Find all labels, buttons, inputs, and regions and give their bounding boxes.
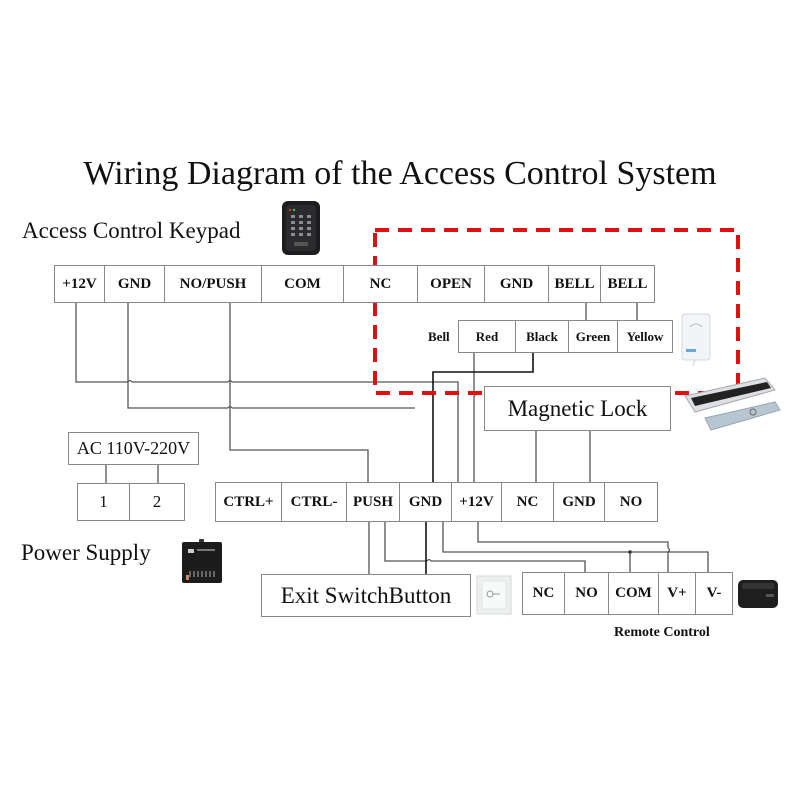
wire-gnd-remote-com [442,522,631,572]
keypad-terminal: COM [262,266,344,302]
keypad-label: Access Control Keypad [22,218,241,243]
doorbell-device-icon [681,313,711,367]
power-supply-terminal: GND [400,483,452,521]
remote-terminal: NO [565,573,609,614]
bell-terminal: Green [569,321,618,352]
remote-terminal: V- [706,585,722,601]
power-supply-device-icon [181,539,223,584]
bell-terminal: Yellow [626,328,664,344]
wire-keypad-12v [75,302,459,496]
remote-receiver-device-icon [736,578,780,610]
keypad-device-icon [280,200,322,256]
keypad-terminal: GND [105,266,165,302]
wire-12v-remote-vplus [477,522,669,572]
power-supply-terminal: GND [554,483,605,521]
bell-highlight-box [373,228,740,395]
keypad-terminal: NO/PUSH [165,266,262,302]
wire-keypad-push [229,302,369,482]
bell-terminal: Red [459,321,516,352]
magnetic-lock-device-icon [683,376,783,436]
ac-terminal: 1 [78,484,130,520]
keypad-terminal: BELL [549,266,601,302]
remote-terminal: V+ [659,573,696,614]
power-supply-terminal: +12V [452,483,502,521]
magnetic-lock-label: Magnetic Lock [484,386,671,431]
keypad-terminal: BELL [607,275,648,292]
ac-terminal: 2 [152,492,162,511]
remote-terminal: COM [609,573,659,614]
remote-terminal: NC [523,573,565,614]
keypad-terminal: +12V [55,266,105,302]
wire-keypad-gnd [127,302,415,409]
ac-terminal-block: 1 2 [77,483,185,521]
bell-terminal-block: Red Black Green Yellow [458,320,673,353]
power-supply-terminal: PUSH [347,483,400,521]
keypad-terminal: GND [485,266,549,302]
remote-control-terminal-block: NC NO COM V+ V- [522,572,733,615]
bell-label: Bell [428,329,450,344]
keypad-terminal-block: +12V GND NO/PUSH COM NC OPEN GND BELL BE… [54,265,655,303]
power-supply-label: Power Supply [21,540,151,565]
wire-push-remote-no [384,522,586,572]
power-supply-terminal: CTRL- [282,483,347,521]
wire-remote-vminus [630,551,709,572]
power-supply-terminal-block: CTRL+ CTRL- PUSH GND +12V NC GND NO [215,482,658,522]
exit-switch-label: Exit SwitchButton [261,574,471,617]
ac-input-label: AC 110V-220V [68,432,199,465]
keypad-terminal: OPEN [418,266,485,302]
wire-bell-black [432,352,534,482]
power-supply-terminal: CTRL+ [216,483,282,521]
diagram-title: Wiring Diagram of the Access Control Sys… [83,155,717,192]
power-supply-terminal: NO [619,493,643,510]
remote-control-label: Remote Control [614,625,710,640]
keypad-terminal: NC [344,266,418,302]
exit-button-device-icon [476,575,512,615]
bell-terminal: Black [516,321,569,352]
power-supply-terminal: NC [502,483,554,521]
